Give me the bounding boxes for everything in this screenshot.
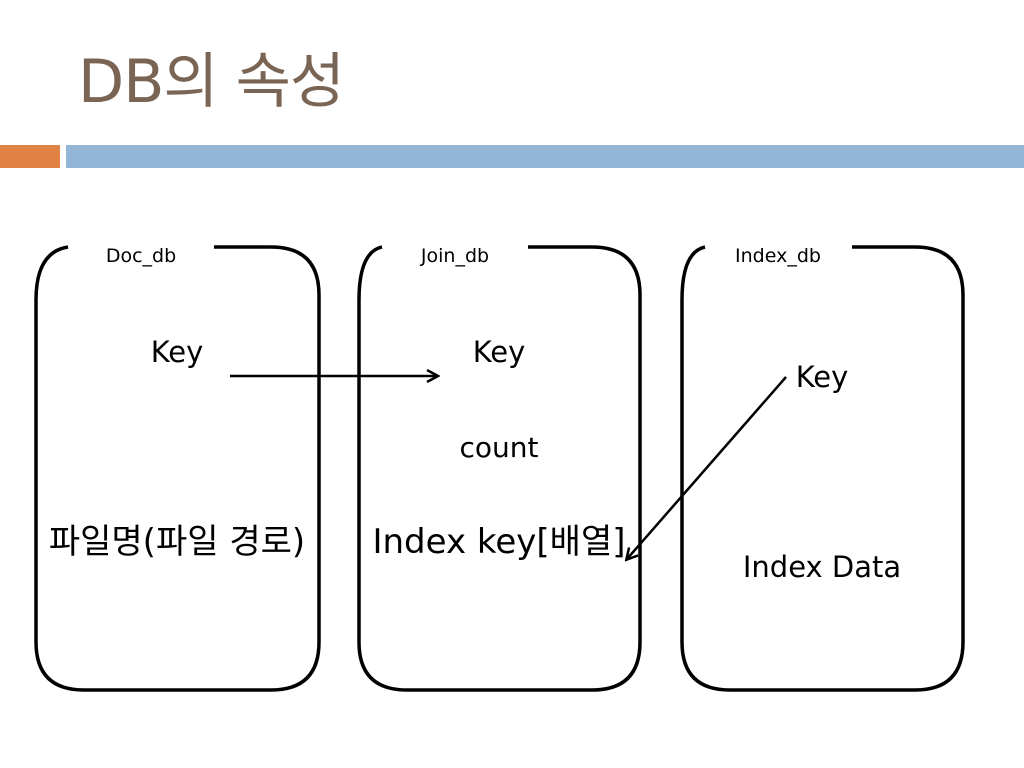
index-db-box [680,245,965,692]
join-db-key-field: Key [472,335,526,369]
join-db-count-field: count [459,431,539,464]
join-db-index-key-field: Index key[배열] [372,522,626,562]
doc-db-filename-field: 파일명(파일 경로) [48,522,306,562]
join-db-name: Join_db [420,245,490,267]
index-db-key-field: Key [795,360,849,394]
index-db-data-field: Index Data [742,550,902,584]
arrow-index-key-to-join-index-key [627,376,787,559]
title-accent-bar [0,145,60,168]
index-db-name: Index_db [735,245,821,267]
doc-db-box [34,245,321,692]
title-rule-bar [66,145,1024,168]
join-db-box [357,245,642,692]
doc-db-key-field: Key [150,335,204,369]
slide-title: DB의 속성 [78,47,345,117]
doc-db-name: Doc_db [105,245,177,267]
